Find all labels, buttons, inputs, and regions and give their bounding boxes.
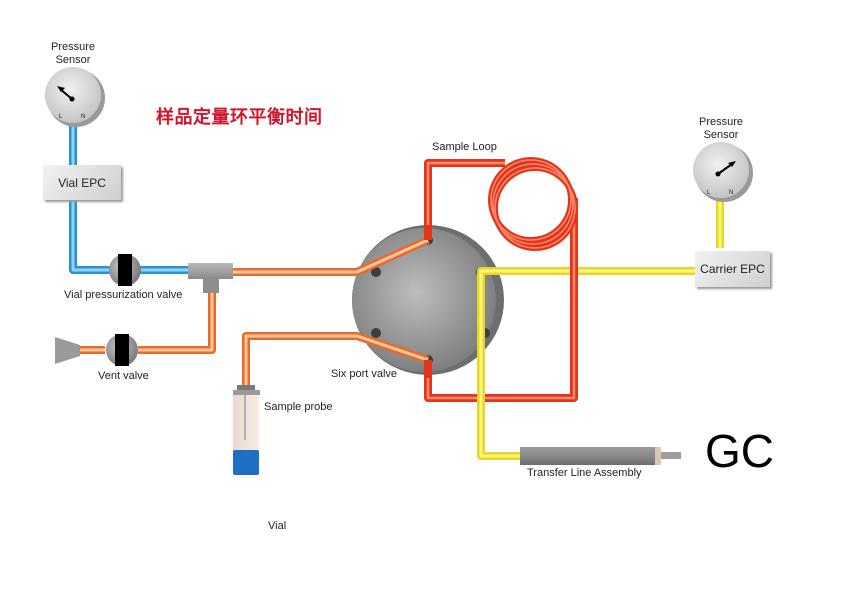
- gc-label: GC: [705, 425, 774, 477]
- transfer-line-label: Transfer Line Assembly: [527, 467, 642, 479]
- pressure-sensor-left-label: Pressure Sensor: [45, 41, 101, 67]
- sample-loop-label: Sample Loop: [432, 141, 497, 153]
- pressure-sensor-right-line1: Pressure: [698, 116, 744, 128]
- vent-valve-label: Vent valve: [98, 370, 149, 382]
- pressure-sensor-right-line2: Sensor: [703, 129, 739, 141]
- dial-left-n-mark: N: [81, 114, 86, 120]
- vent-outlet-icon: [55, 337, 80, 364]
- carrier-epc-box[interactable]: Carrier EPC: [695, 251, 770, 287]
- dial-right-n-mark: N: [729, 190, 734, 196]
- tee-fitting: [188, 263, 233, 293]
- pressure-sensor-left-line2: Sensor: [55, 54, 91, 66]
- diagram-title: 样品定量环平衡时间: [156, 107, 323, 128]
- pressure-sensor-right-dial: [693, 142, 753, 202]
- dial-right-l-mark: L: [707, 190, 711, 196]
- carrier-epc-label: Carrier EPC: [700, 262, 765, 276]
- pressure-sensor-left-line1: Pressure: [50, 41, 96, 53]
- blue-gas-line: [69, 124, 190, 274]
- pressure-sensor-left-dial: [45, 67, 105, 127]
- transfer-line-assembly: [520, 447, 681, 465]
- vial-epc-box[interactable]: Vial EPC: [43, 165, 121, 200]
- vial-epc-label: Vial EPC: [58, 175, 106, 190]
- vial-pressurization-valve-icon[interactable]: [109, 254, 141, 286]
- pressure-sensor-right-label: Pressure Sensor: [693, 116, 749, 142]
- yellow-carrier-line: [477, 196, 724, 460]
- sample-vial: [233, 385, 260, 475]
- sample-loop-tubing: [424, 157, 578, 402]
- sample-probe-label: Sample probe: [264, 401, 333, 413]
- dial-left-l-mark: L: [59, 114, 63, 120]
- vent-valve-icon[interactable]: [106, 334, 138, 366]
- six-port-valve[interactable]: [352, 225, 504, 375]
- valve-port-connections: [355, 225, 432, 378]
- vial-pressurization-valve-label: Vial pressurization valve: [64, 289, 183, 301]
- six-port-valve-label: Six port valve: [331, 368, 398, 380]
- vial-label: Vial: [268, 520, 287, 532]
